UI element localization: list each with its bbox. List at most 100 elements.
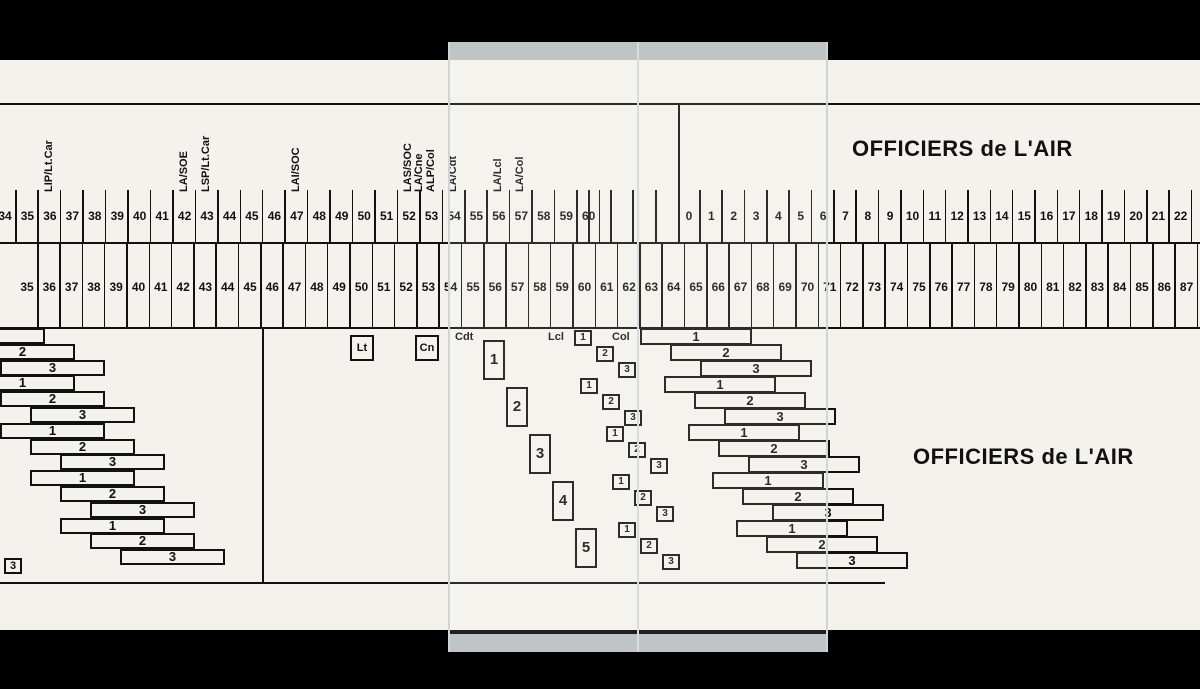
tick	[922, 190, 924, 242]
scale-line	[0, 103, 1200, 105]
lower-scale-number: 73	[867, 280, 882, 294]
upper-scale-number: 46	[267, 209, 282, 223]
tick	[351, 190, 354, 242]
tick	[1129, 242, 1132, 327]
upper-scale-number: 48	[312, 209, 326, 223]
upper-scale-number: 55	[469, 209, 484, 223]
tick	[839, 242, 842, 327]
tick	[549, 242, 552, 327]
echelon-bar: 2	[0, 391, 105, 408]
upper-scale-number: 45	[245, 209, 259, 223]
lower-scale-number: 39	[109, 280, 123, 294]
tick	[127, 190, 129, 242]
upper-scale-number: 42	[177, 209, 192, 223]
upper-scale-number: 37	[65, 209, 80, 223]
lower-scale-number: 36	[42, 280, 56, 294]
tick	[15, 190, 17, 242]
lower-scale-number: 67	[733, 280, 748, 294]
panel-divider	[262, 327, 264, 582]
echelon-box: 3	[618, 362, 636, 378]
tick	[1078, 190, 1081, 242]
tick	[951, 242, 953, 327]
echelon-bar: 1	[60, 517, 165, 534]
tick	[973, 242, 976, 327]
echelon-box: 1	[574, 330, 592, 346]
echelon-box: 3	[656, 506, 674, 522]
rank-tag: Lcl	[548, 331, 564, 343]
upper-scale-number: 51	[379, 209, 394, 223]
tick	[419, 190, 421, 242]
upper-scale-number: 15	[1017, 209, 1031, 223]
tick	[750, 242, 753, 327]
lower-scale-number: 65	[689, 280, 703, 294]
lower-scale-number: 81	[1046, 280, 1060, 294]
tick	[1062, 242, 1065, 327]
tick	[1085, 242, 1087, 327]
upper-scale-number: 14	[995, 209, 1009, 223]
tick	[460, 242, 463, 327]
tick	[655, 190, 657, 242]
lower-scale-number: 55	[466, 280, 480, 294]
lower-scale-number: 86	[1157, 280, 1171, 294]
tick	[1123, 190, 1126, 242]
tick	[944, 190, 947, 242]
tick	[1107, 242, 1109, 327]
tick	[906, 242, 909, 327]
lower-scale-number: 44	[221, 280, 235, 294]
tick	[1196, 242, 1199, 327]
cdt-step: 5	[575, 528, 597, 568]
tick	[967, 190, 969, 242]
tick	[877, 190, 880, 242]
rank-tag: Lt	[350, 335, 374, 361]
lower-scale-number: 70	[800, 280, 815, 294]
lower-scale-number: 74	[890, 280, 904, 294]
lower-scale-number: 51	[377, 280, 391, 294]
tick	[766, 190, 768, 242]
lower-scale-number: 47	[287, 280, 302, 294]
tick	[237, 242, 240, 327]
upper-scale-number: 50	[357, 209, 371, 223]
upper-scale-number: 19	[1106, 209, 1121, 223]
tick	[1101, 190, 1103, 242]
upper-scale-number: 17	[1062, 209, 1076, 223]
echelon-bar: 3	[90, 501, 195, 518]
upper-scale-number: 8	[864, 209, 872, 223]
tick	[306, 190, 309, 242]
echelon-bar: 2	[0, 343, 75, 360]
tick	[282, 242, 284, 327]
echelon-bar: 3	[0, 359, 105, 376]
lower-scale-number: 48	[310, 280, 324, 294]
upper-scale-number: 13	[972, 209, 987, 223]
scale-line	[0, 582, 885, 584]
echelon-box: 2	[596, 346, 614, 362]
upper-scale-number: 0	[685, 209, 693, 223]
echelon-bar: 3	[748, 456, 860, 473]
lower-scale-number: 68	[756, 280, 770, 294]
upper-scale-number: 16	[1039, 209, 1054, 223]
echelon-bar: 1	[0, 375, 75, 392]
lower-scale-number: 78	[979, 280, 993, 294]
tick	[217, 190, 219, 242]
grade-label: LA/Cne	[413, 153, 426, 193]
upper-scale-number: 9	[886, 209, 894, 223]
tick	[1190, 190, 1193, 242]
title-bottom: OFFICIERS de L'AIR	[913, 444, 1134, 469]
title-top: OFFICIERS de L'AIR	[852, 136, 1073, 161]
tick	[37, 242, 39, 327]
tick	[588, 190, 590, 242]
lower-scale-number: 80	[1023, 280, 1038, 294]
lower-scale-number: 83	[1090, 280, 1105, 294]
lower-scale-number: 66	[711, 280, 725, 294]
rank-tag: Col	[612, 331, 630, 343]
cdt-step: 3	[529, 434, 551, 474]
tick	[833, 190, 835, 242]
grade-label: LA/SOE	[177, 151, 190, 192]
lower-scale-number: 56	[488, 280, 502, 294]
grade-label: LAI/SOC	[289, 147, 302, 192]
lower-scale-number: 87	[1179, 280, 1194, 294]
upper-scale-number: 58	[537, 209, 551, 223]
upper-scale-number: 49	[335, 209, 349, 223]
scale-line	[0, 327, 1200, 329]
tick	[172, 190, 174, 242]
lower-scale-number: 82	[1068, 280, 1082, 294]
